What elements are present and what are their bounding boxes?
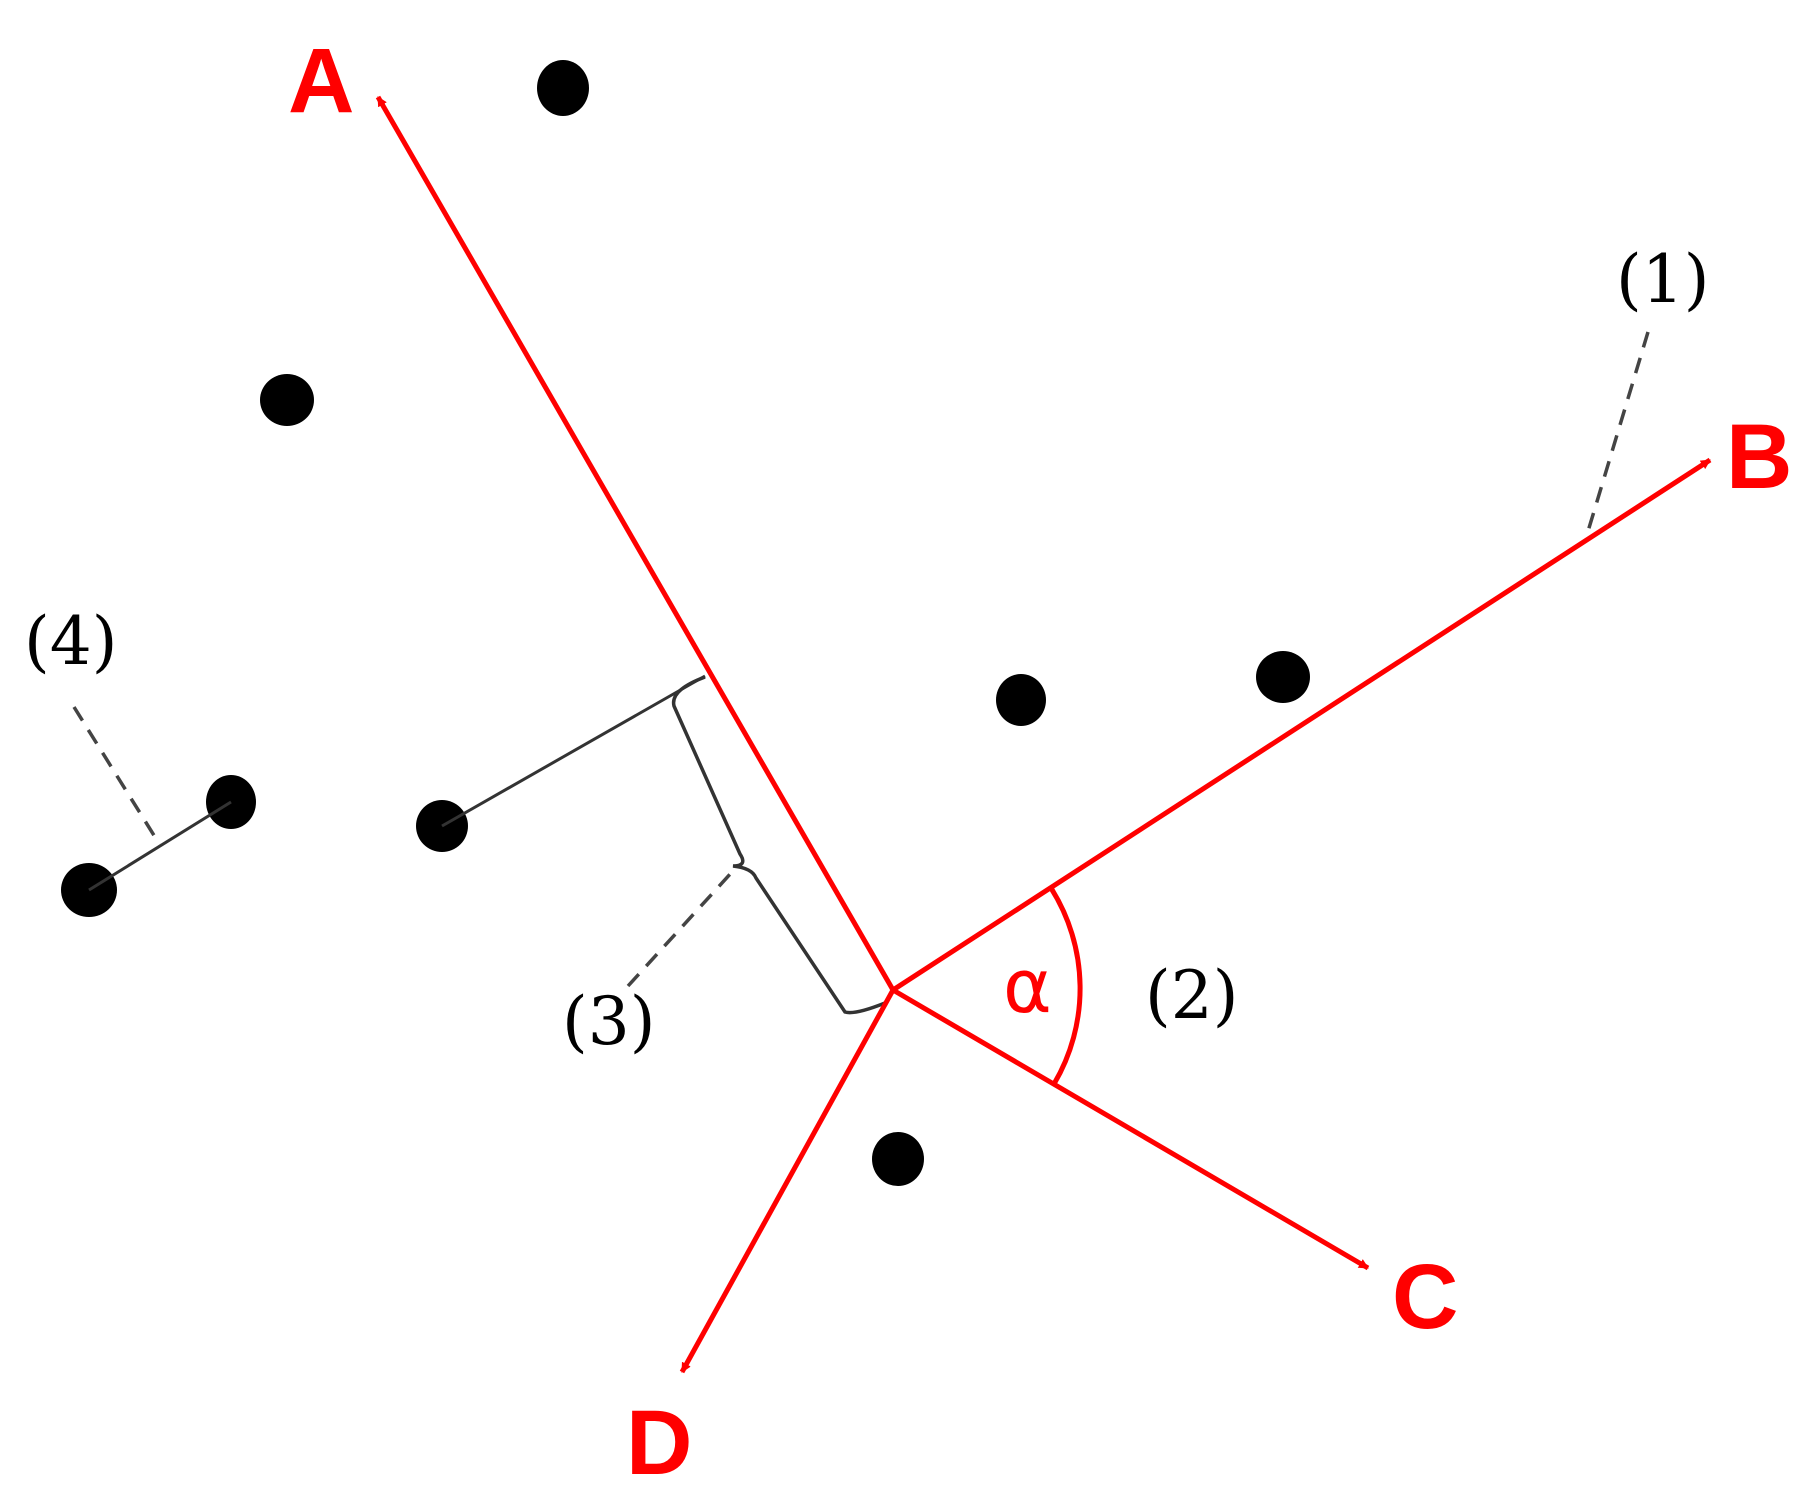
leader-line-1	[1584, 331, 1650, 539]
annotation-3: (3)	[562, 983, 656, 1060]
data-point	[260, 374, 314, 426]
data-point	[537, 60, 589, 116]
annotation-4: (4)	[24, 603, 118, 680]
vector-label-a: A	[288, 30, 354, 132]
distance-brace	[671, 675, 886, 1015]
annotation-2: (2)	[1145, 957, 1239, 1034]
vector-d	[679, 988, 896, 1374]
vector-label-c: C	[1392, 1246, 1458, 1348]
data-point	[996, 674, 1046, 726]
connector-line	[88, 800, 232, 892]
vector-b	[891, 457, 1712, 993]
data-points	[61, 60, 1310, 1186]
vector-label-d: D	[626, 1392, 692, 1494]
vector-label-b: B	[1726, 406, 1792, 508]
projection-line	[441, 674, 706, 828]
data-point	[1256, 651, 1310, 703]
leader-line-4	[72, 706, 162, 846]
data-point	[872, 1132, 924, 1186]
vectors	[375, 95, 1712, 1374]
leader-line-3	[626, 870, 734, 988]
angle-symbol: α	[1003, 944, 1052, 1030]
angle-arc	[1048, 886, 1083, 1086]
annotation-1: (1)	[1616, 241, 1710, 318]
vector-a	[375, 95, 896, 992]
vector-c	[891, 987, 1370, 1271]
